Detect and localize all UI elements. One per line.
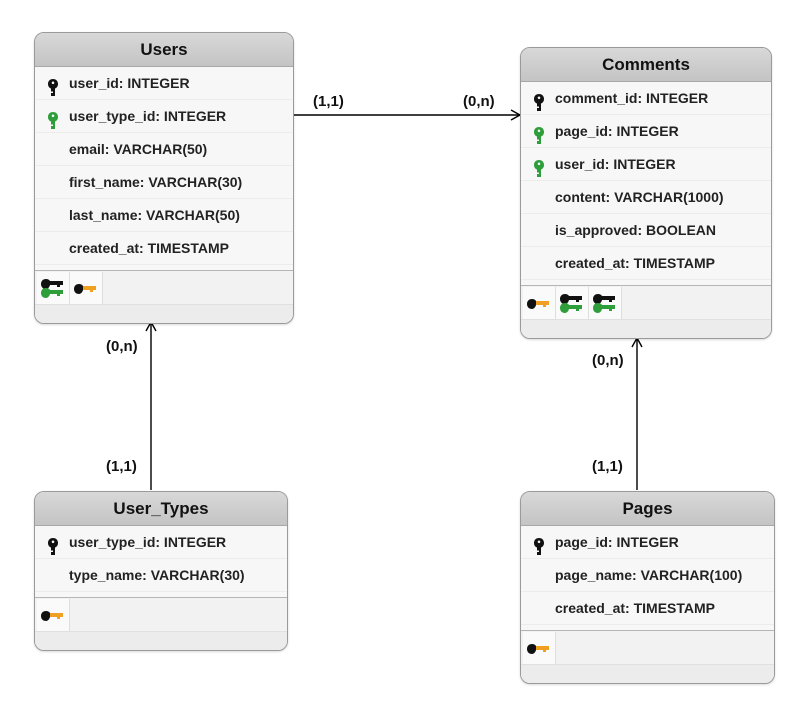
attribute-label: user_id: INTEGER: [69, 75, 190, 91]
primary-key-icon: [534, 90, 544, 111]
attribute-row[interactable]: created_at: TIMESTAMP: [35, 232, 293, 265]
attribute-list-spacer: [35, 592, 287, 597]
foreign-key-pair-icon[interactable]: [556, 287, 589, 321]
attribute-row[interactable]: created_at: TIMESTAMP: [521, 247, 771, 280]
attribute-list-spacer: [35, 265, 293, 270]
attribute-row[interactable]: created_at: TIMESTAMP: [521, 592, 774, 625]
primary-key-icon: [48, 534, 58, 555]
attribute-label: last_name: VARCHAR(50): [69, 207, 240, 223]
attribute-label: user_id: INTEGER: [555, 156, 676, 172]
attribute-row[interactable]: user_type_id: INTEGER: [35, 526, 287, 559]
foreign-key-icon: [534, 123, 544, 144]
attribute-label: first_name: VARCHAR(30): [69, 174, 243, 190]
attribute-list: page_id: INTEGER page_name: VARCHAR(100) c…: [521, 526, 774, 630]
entity-title: Users: [35, 33, 293, 67]
attribute-list: user_type_id: INTEGER type_name: VARCHAR(…: [35, 526, 287, 597]
attribute-label: content: VARCHAR(1000): [555, 189, 724, 205]
user-types-users-from-cardinality: (1,1): [106, 458, 137, 475]
attribute-label: user_type_id: INTEGER: [69, 108, 227, 124]
entity-users[interactable]: Users user_id: INTEGER user_type_id: INTE…: [34, 32, 294, 324]
attribute-row[interactable]: page_name: VARCHAR(100): [521, 559, 774, 592]
foreign-key-icon: [48, 108, 58, 129]
users-comments-to-cardinality: (0,n): [463, 93, 495, 110]
entity-footer: [521, 664, 774, 683]
attribute-list-spacer: [521, 625, 774, 630]
users-comments-from-cardinality: (1,1): [313, 93, 344, 110]
entity-comments[interactable]: Comments comment_id: INTEGER page_id: INT…: [520, 47, 772, 339]
entity-footer: [35, 304, 293, 323]
attribute-list-spacer: [521, 280, 771, 285]
attribute-row[interactable]: content: VARCHAR(1000): [521, 181, 771, 214]
attribute-label: email: VARCHAR(50): [69, 141, 208, 157]
attribute-label: created_at: TIMESTAMP: [555, 255, 715, 271]
key-bar: [521, 630, 774, 667]
attribute-row[interactable]: user_id: INTEGER: [35, 67, 293, 100]
attribute-row[interactable]: email: VARCHAR(50): [35, 133, 293, 166]
attribute-label: comment_id: INTEGER: [555, 90, 709, 106]
primary-key-icon: [48, 75, 58, 96]
index-key-icon[interactable]: [523, 287, 556, 321]
attribute-row[interactable]: type_name: VARCHAR(30): [35, 559, 287, 592]
entity-user-types[interactable]: User_Types user_type_id: INTEGER type_nam…: [34, 491, 288, 651]
attribute-label: created_at: TIMESTAMP: [555, 600, 715, 616]
attribute-label: user_type_id: INTEGER: [69, 534, 227, 550]
attribute-row[interactable]: user_type_id: INTEGER: [35, 100, 293, 133]
attribute-label: is_approved: BOOLEAN: [555, 222, 717, 238]
attribute-label: type_name: VARCHAR(30): [69, 567, 245, 583]
attribute-label: page_name: VARCHAR(100): [555, 567, 743, 583]
attribute-label: created_at: TIMESTAMP: [69, 240, 229, 256]
attribute-list: comment_id: INTEGER page_id: INTEGER user_…: [521, 82, 771, 285]
attribute-label: page_id: INTEGER: [555, 534, 679, 550]
index-key-icon[interactable]: [70, 272, 103, 306]
user-types-users-to-cardinality: (0,n): [106, 338, 138, 355]
attribute-label: page_id: INTEGER: [555, 123, 679, 139]
entity-title: Comments: [521, 48, 771, 82]
entity-pages[interactable]: Pages page_id: INTEGER page_name: VARCHAR…: [520, 491, 775, 684]
primary-key-icon: [534, 534, 544, 555]
index-key-icon[interactable]: [37, 599, 70, 633]
entity-footer: [521, 319, 771, 338]
attribute-list: user_id: INTEGER user_type_id: INTEGER ema…: [35, 67, 293, 270]
entity-title: Pages: [521, 492, 774, 526]
key-bar: [35, 597, 287, 634]
foreign-key-icon: [534, 156, 544, 177]
key-bar: [35, 270, 293, 307]
attribute-row[interactable]: first_name: VARCHAR(30): [35, 166, 293, 199]
key-bar: [521, 285, 771, 322]
attribute-row[interactable]: page_id: INTEGER: [521, 526, 774, 559]
foreign-key-pair-icon[interactable]: [37, 272, 70, 306]
pages-comments-from-cardinality: (1,1): [592, 458, 623, 475]
pages-comments-to-cardinality: (0,n): [592, 352, 624, 369]
attribute-row[interactable]: last_name: VARCHAR(50): [35, 199, 293, 232]
entity-title: User_Types: [35, 492, 287, 526]
entity-footer: [35, 631, 287, 650]
attribute-row[interactable]: is_approved: BOOLEAN: [521, 214, 771, 247]
attribute-row[interactable]: user_id: INTEGER: [521, 148, 771, 181]
attribute-row[interactable]: page_id: INTEGER: [521, 115, 771, 148]
foreign-key-pair-icon[interactable]: [589, 287, 622, 321]
attribute-row[interactable]: comment_id: INTEGER: [521, 82, 771, 115]
index-key-icon[interactable]: [523, 632, 556, 666]
